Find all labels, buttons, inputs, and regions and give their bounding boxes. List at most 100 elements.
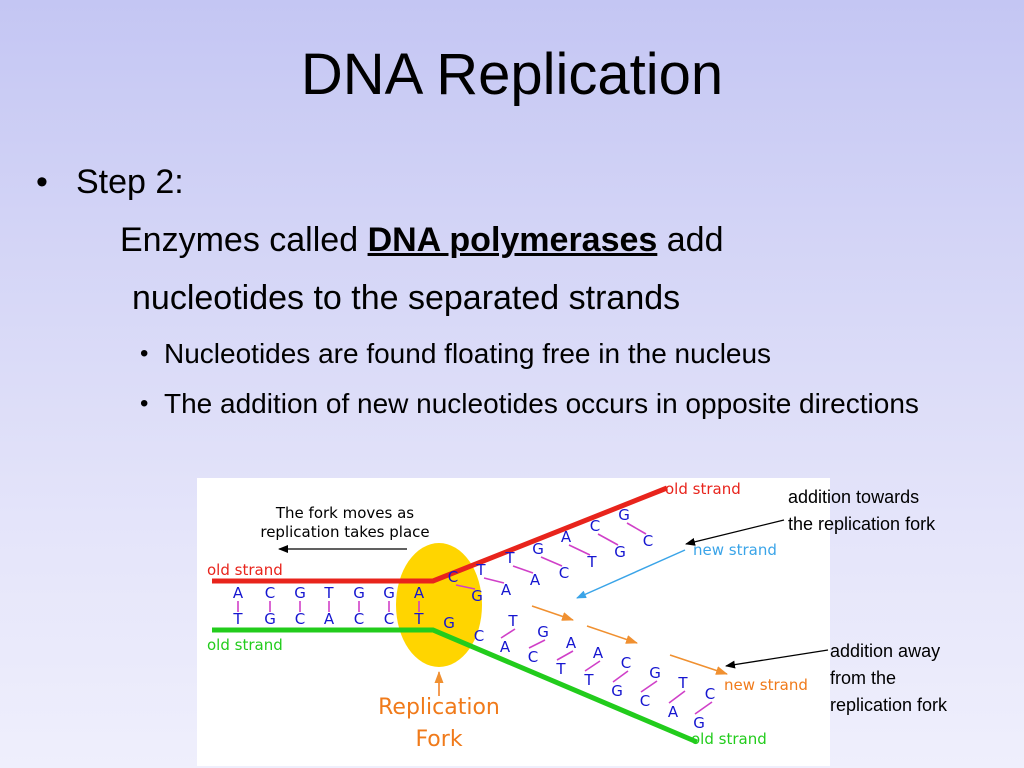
dna-polymerases-term: DNA polymerases xyxy=(367,221,658,259)
base-pair-bond xyxy=(500,628,516,639)
base-letter: C xyxy=(643,532,653,550)
base-letter: T xyxy=(677,674,688,692)
base-letter: A xyxy=(500,638,511,656)
base-letter: G xyxy=(537,623,549,641)
base-pair-bond xyxy=(597,533,619,546)
base-pair-bond xyxy=(528,639,546,649)
old-strand-label-left-bottom: old strand xyxy=(207,636,283,654)
orange-arrow-3 xyxy=(669,654,728,675)
base-pair-bond xyxy=(640,680,658,693)
base-letter: A xyxy=(530,571,541,589)
para-before: Enzymes called xyxy=(120,221,359,259)
base-letter: C xyxy=(559,564,569,582)
new-strand-label-lower: new strand xyxy=(724,676,808,694)
new-strand-label-upper: new strand xyxy=(693,541,777,559)
base-pair-bond xyxy=(668,690,686,704)
orange-arrow-2 xyxy=(586,625,638,644)
old-strand-top-line xyxy=(212,485,668,584)
base-letter: G xyxy=(532,540,544,558)
base-letter: A xyxy=(566,634,577,652)
base-letter: C xyxy=(265,584,275,602)
base-letter: C xyxy=(705,685,715,703)
base-letter: T xyxy=(504,549,515,567)
base-pair-bond xyxy=(540,556,563,567)
base-letter: T xyxy=(475,561,486,579)
base-letter: A xyxy=(414,584,425,602)
sub-bullet-1: • Nucleotides are found floating free in … xyxy=(140,336,960,372)
base-letter: G xyxy=(693,714,705,732)
base-letter: T xyxy=(507,612,518,630)
step-label: Step 2: xyxy=(76,163,184,201)
base-letter: G xyxy=(294,584,306,602)
base-letter: C xyxy=(384,610,394,628)
base-letter: C xyxy=(354,610,364,628)
new-strand-lower-arrows xyxy=(531,605,728,675)
sub-bullet-text: The addition of new nucleotides occurs i… xyxy=(164,388,919,419)
base-letter: G xyxy=(611,682,623,700)
base-pair-bond xyxy=(556,650,574,661)
base-letter: T xyxy=(413,610,424,628)
base-pair-bonds xyxy=(237,522,713,715)
base-pair-bond xyxy=(568,544,591,556)
base-letter: A xyxy=(233,584,244,602)
old-strand-label-left-top: old strand xyxy=(207,561,283,579)
old-strand-label-upper-right: old strand xyxy=(665,480,741,498)
base-letter: A xyxy=(324,610,335,628)
sub-bullet-marker: • xyxy=(140,390,149,417)
sub-bullet-marker: • xyxy=(140,340,149,367)
base-letter: C xyxy=(448,568,458,586)
base-letter: A xyxy=(501,581,512,599)
base-pair-bond xyxy=(694,701,713,715)
paragraph-line-2: nucleotides to the separated strands xyxy=(132,279,681,317)
base-letter: A xyxy=(561,528,572,546)
orange-arrow-1 xyxy=(531,605,574,621)
base-letter: G xyxy=(443,614,455,632)
base-pair-bond xyxy=(612,670,629,683)
base-letter: C xyxy=(474,627,484,645)
base-letter: G xyxy=(618,506,630,524)
annotation-away-line-1: addition away xyxy=(830,641,941,661)
annotation-towards-line-2: the replication fork xyxy=(788,514,936,534)
annotation-towards: addition towards the replication fork xyxy=(788,484,935,538)
base-pair-bond xyxy=(626,522,647,535)
annotation-away: addition away from the replication fork xyxy=(830,638,947,719)
base-letter: G xyxy=(471,587,483,605)
annotation-away-line-2: from the xyxy=(830,668,897,688)
new-strand-upper-arrow xyxy=(576,549,686,599)
base-letter: T xyxy=(232,610,243,628)
old-strand-bottom-line xyxy=(212,627,698,745)
paragraph-line-1: Enzymes called DNA polymerases add xyxy=(120,218,724,262)
annotation-towards-line-1: addition towards xyxy=(788,487,920,507)
bullet-marker: • xyxy=(36,163,48,201)
base-letter: C xyxy=(528,648,538,666)
base-letter: C xyxy=(621,654,631,672)
fork-moves-text: The fork moves as xyxy=(275,504,414,522)
base-letter: G xyxy=(353,584,365,602)
base-letter: C xyxy=(640,692,650,710)
base-letter: C xyxy=(590,517,600,535)
base-letter: A xyxy=(593,644,604,662)
bullet-step: • Step 2: xyxy=(36,160,184,204)
sub-bullet-2: • The addition of new nucleotides occurs … xyxy=(140,386,960,422)
sub-bullet-text: Nucleotides are found floating free in t… xyxy=(164,338,772,369)
base-pair-bond xyxy=(512,565,534,574)
base-letter: A xyxy=(668,703,679,721)
fork-label-line-1: Replication xyxy=(378,695,500,720)
slide-title: DNA Replication xyxy=(300,42,724,107)
para-after: add xyxy=(666,221,724,259)
replication-takes-place-text: replication takes place xyxy=(260,523,429,541)
old-strand-label-lower-right: old strand xyxy=(691,730,767,748)
base-pair-bond xyxy=(483,577,505,584)
base-pair-bond xyxy=(455,584,476,590)
replication-fork-oval xyxy=(396,543,482,667)
base-letter: T xyxy=(323,584,334,602)
annotation-away-line-3: replication fork xyxy=(830,695,948,715)
fork-label-line-2: Fork xyxy=(415,727,462,752)
base-letter: G xyxy=(614,543,626,561)
base-letter: C xyxy=(295,610,305,628)
base-letter: G xyxy=(649,664,661,682)
base-letter: T xyxy=(555,660,566,678)
base-pair-bond xyxy=(584,660,601,672)
